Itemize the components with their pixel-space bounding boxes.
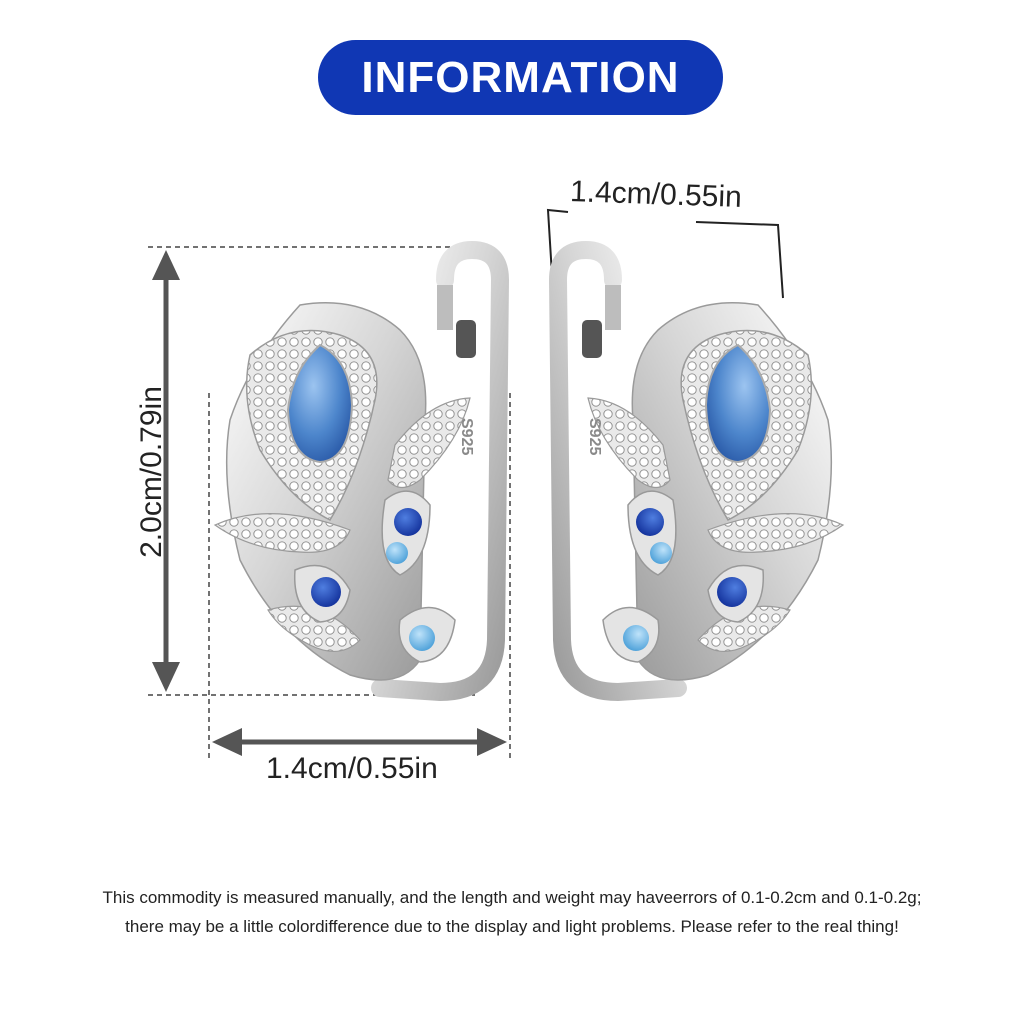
width-dimension-top xyxy=(546,208,784,299)
header-banner: INFORMATION xyxy=(318,40,723,115)
right-stamp: S925 xyxy=(586,418,603,455)
left-earring: S925 xyxy=(213,240,510,702)
width-label-top: 1.4cm/0.55in xyxy=(569,175,743,214)
width-label-bottom: 1.4cm/0.55in xyxy=(266,752,438,785)
width-dimension-bottom xyxy=(208,393,511,760)
left-stamp: S925 xyxy=(458,418,475,455)
height-label: 2.0cm/0.79in xyxy=(135,386,168,558)
header-title: INFORMATION xyxy=(361,52,680,102)
disclaimer-line-2: there may be a little colordifference du… xyxy=(125,917,899,936)
disclaimer: This commodity is measured manually, and… xyxy=(40,883,984,941)
right-earring xyxy=(548,240,845,702)
height-dimension xyxy=(148,246,475,696)
disclaimer-line-1: This commodity is measured manually, and… xyxy=(102,888,922,907)
